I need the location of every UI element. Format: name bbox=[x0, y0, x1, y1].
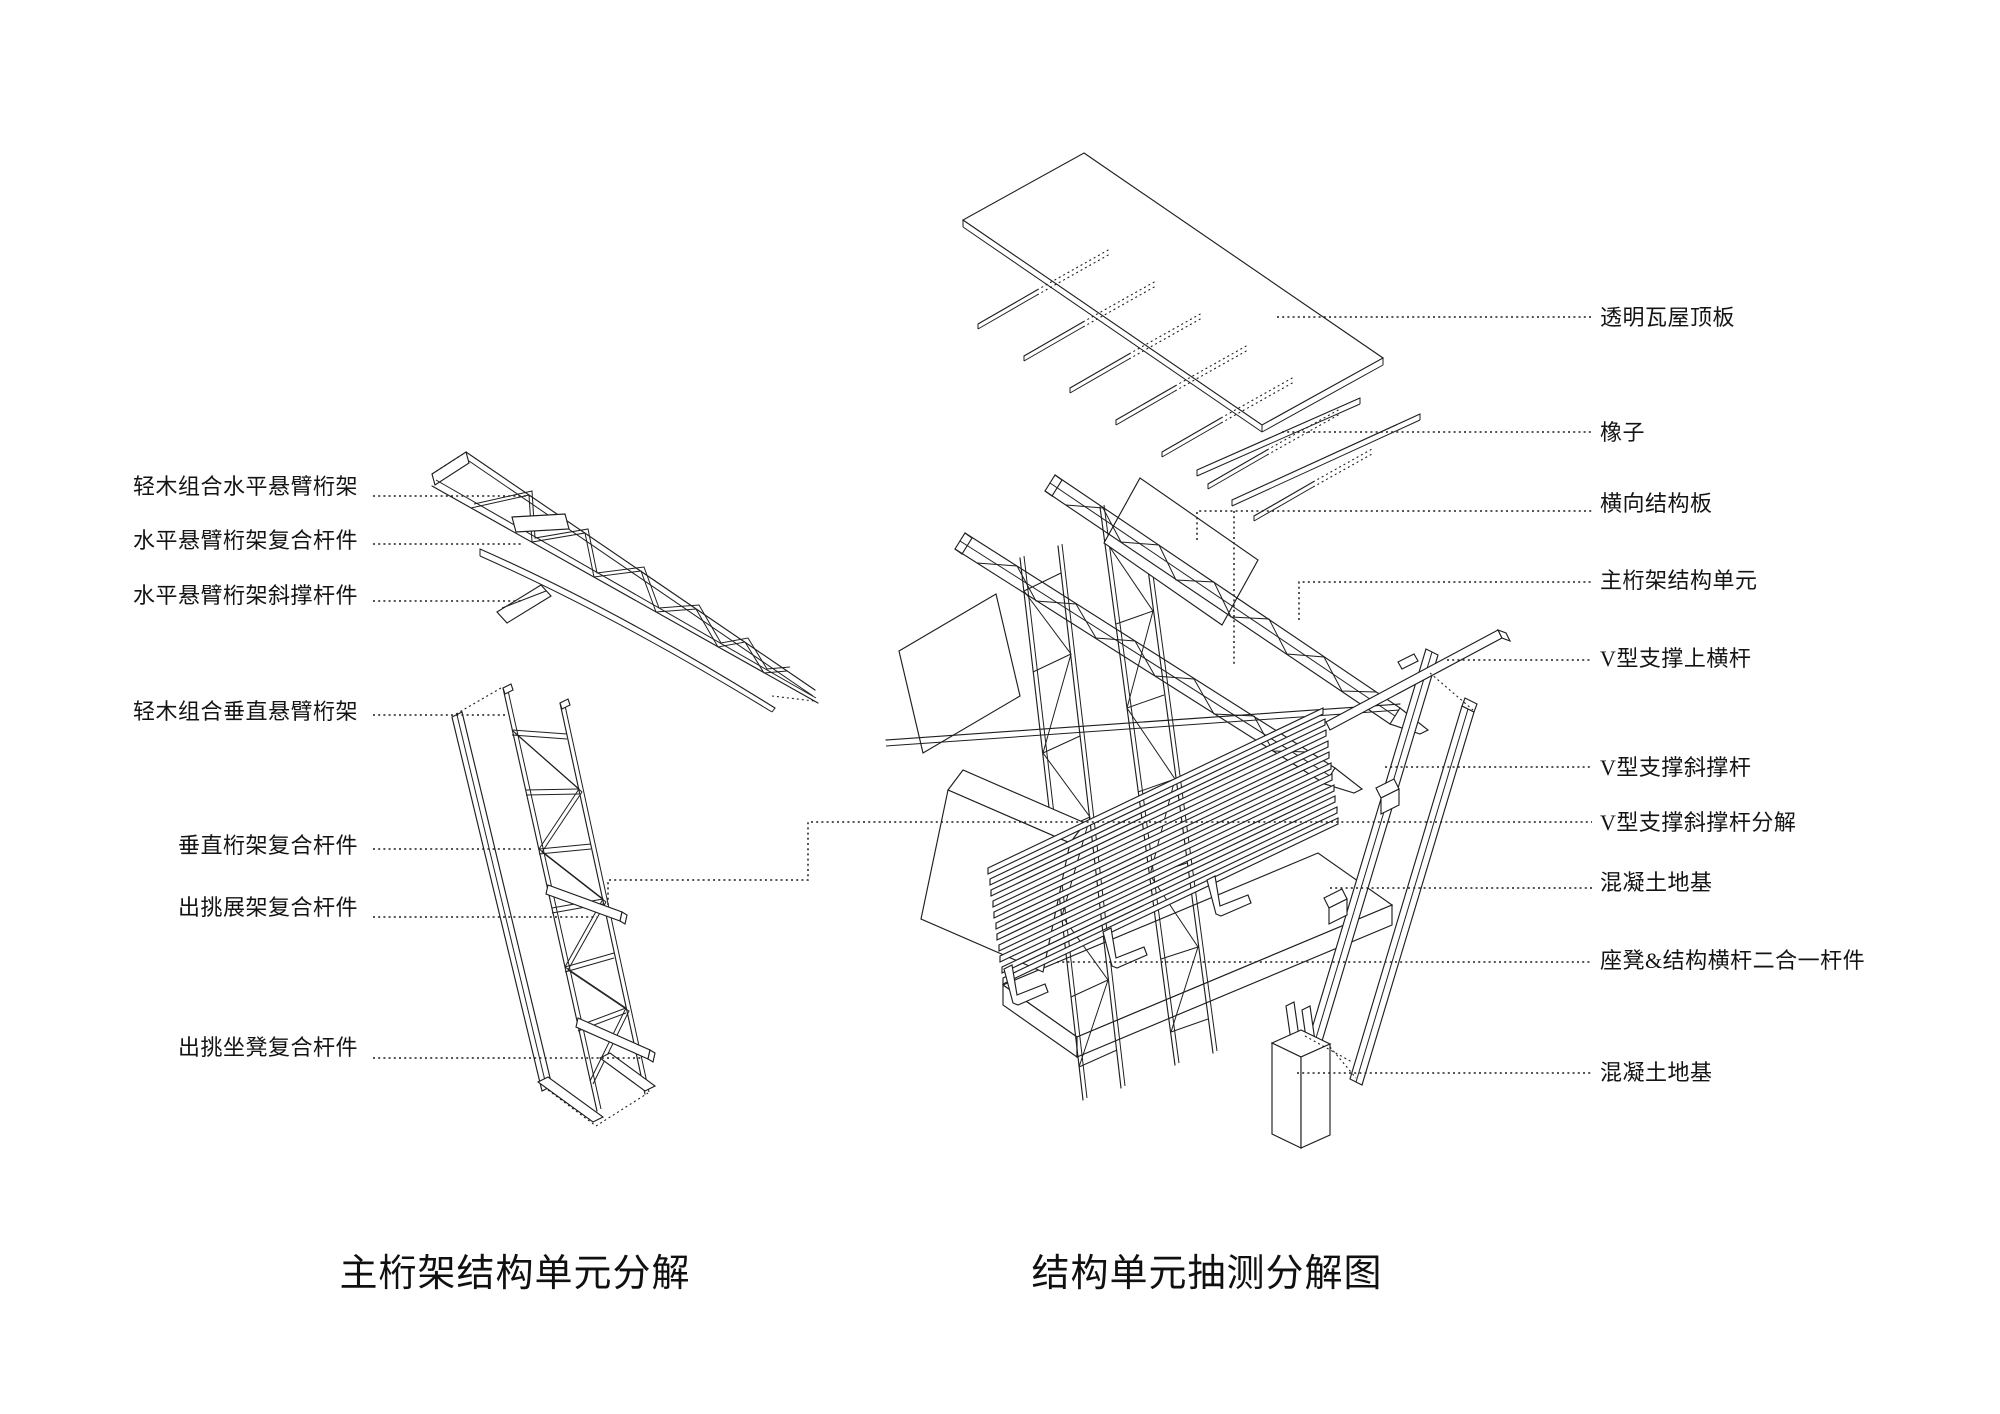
leader-line bbox=[1196, 510, 1592, 540]
base-piece bbox=[598, 1052, 657, 1092]
transverse-panels bbox=[898, 477, 1259, 754]
truss-end-cap bbox=[431, 451, 470, 486]
label-horizontal-truss-diagonal-brace: 水平悬臂桁架斜撑杆件 bbox=[133, 583, 358, 608]
seat-brackets bbox=[1003, 875, 1252, 1006]
rafter bbox=[1115, 344, 1249, 426]
right-leader-lines bbox=[607, 316, 1592, 1074]
construction-line bbox=[771, 695, 815, 702]
left-diagram: 轻木组合水平悬臂桁架 水平悬臂桁架复合杆件 水平悬臂桁架斜撑杆件 轻木组合垂直悬… bbox=[133, 451, 819, 1295]
left-chord bbox=[502, 687, 598, 1112]
chord-cap bbox=[559, 698, 571, 710]
diagonal-brace-member bbox=[496, 584, 552, 624]
foundation-block bbox=[1270, 1029, 1357, 1149]
caption-left: 主桁架结构单元分解 bbox=[339, 1253, 690, 1295]
rafter bbox=[1069, 312, 1203, 394]
bench-slats bbox=[987, 707, 1339, 985]
label-transverse-panel: 横向结构板 bbox=[1600, 491, 1713, 516]
truss-webs bbox=[1023, 590, 1109, 1068]
construction-line bbox=[595, 1092, 649, 1127]
truss-webs bbox=[976, 562, 1310, 753]
left-leader-lines bbox=[373, 495, 642, 1059]
label-concrete-base-lower: 混凝土地基 bbox=[1600, 1060, 1713, 1085]
label-main-truss-unit: 主桁架结构单元 bbox=[1600, 568, 1758, 593]
rafter bbox=[1207, 408, 1341, 490]
block-side bbox=[1300, 1043, 1331, 1149]
truss-webs bbox=[470, 494, 788, 674]
construction-line bbox=[455, 687, 502, 715]
caption-right: 结构单元抽测分解图 bbox=[1031, 1253, 1382, 1295]
rafter bbox=[1253, 448, 1373, 522]
label-v-diagonal-exploded: V型支撑斜撑杆分解 bbox=[1600, 810, 1796, 835]
horizontal-cantilever-truss bbox=[431, 451, 819, 713]
panel-upper bbox=[1103, 477, 1259, 626]
label-horizontal-truss-composite-member: 水平悬臂桁架复合杆件 bbox=[133, 528, 358, 553]
shelf-bracket bbox=[545, 884, 623, 922]
bar-notch bbox=[1397, 653, 1419, 670]
construction-line bbox=[431, 451, 467, 475]
vertical-cantilever-truss bbox=[451, 683, 657, 1127]
label-concrete-base-upper: 混凝土地基 bbox=[1600, 870, 1713, 895]
right-labels: 透明瓦屋顶板 橡子 横向结构板 主桁架结构单元 V型支撑上横杆 V型支撑斜撑杆 … bbox=[1600, 305, 1865, 1085]
label-cantilever-shelf-member: 出挑展架复合杆件 bbox=[178, 895, 358, 920]
column-truss-2 bbox=[1099, 492, 1218, 1066]
truss-webs bbox=[1065, 504, 1377, 693]
bench-bracket bbox=[575, 1017, 651, 1060]
panel-left bbox=[898, 593, 1021, 754]
detached-rafters bbox=[1196, 397, 1421, 507]
hidden-edge bbox=[1329, 1046, 1357, 1079]
truss-plate bbox=[511, 513, 570, 533]
rafter bbox=[1023, 280, 1157, 362]
rafter bbox=[977, 248, 1111, 330]
leader-line bbox=[1298, 581, 1592, 620]
label-cantilever-bench-member: 出挑坐凳复合杆件 bbox=[178, 1035, 358, 1060]
label-bench-bar: 座凳&结构横杆二合一杆件 bbox=[1600, 948, 1865, 973]
label-vertical-cantilever-truss: 轻木组合垂直悬臂桁架 bbox=[133, 699, 358, 724]
label-roof-panel: 透明瓦屋顶板 bbox=[1600, 305, 1735, 330]
leg-block bbox=[1323, 888, 1348, 925]
leader-line bbox=[607, 821, 1592, 905]
leg-cap bbox=[1461, 697, 1478, 713]
block-front bbox=[1271, 1042, 1302, 1149]
diagonal-truss-a bbox=[1044, 474, 1430, 735]
right-diagram: 透明瓦屋顶板 橡子 横向结构板 主桁架结构单元 V型支撑上横杆 V型支撑斜撑杆 … bbox=[607, 152, 1865, 1295]
left-labels: 轻木组合水平悬臂桁架 水平悬臂桁架复合杆件 水平悬臂桁架斜撑杆件 轻木组合垂直悬… bbox=[133, 474, 358, 1060]
roof-face bbox=[961, 152, 1385, 426]
label-rafters: 橡子 bbox=[1600, 420, 1645, 445]
label-vertical-truss-composite-member: 垂直桁架复合杆件 bbox=[178, 833, 358, 858]
base-piece bbox=[536, 1076, 605, 1123]
chord-cap bbox=[502, 683, 514, 695]
label-v-top-bar: V型支撑上横杆 bbox=[1600, 646, 1751, 671]
bottom-chord bbox=[431, 485, 819, 704]
label-horizontal-cantilever-truss: 轻木组合水平悬臂桁架 bbox=[133, 474, 358, 499]
roof-panel bbox=[961, 152, 1385, 433]
rafters bbox=[977, 248, 1373, 522]
label-v-diagonal-bar: V型支撑斜撑杆 bbox=[1600, 755, 1751, 780]
rafter bbox=[1161, 376, 1295, 458]
hidden-edge bbox=[1304, 1035, 1353, 1063]
leg-block bbox=[1375, 778, 1400, 815]
composite-member bbox=[479, 548, 776, 709]
construction-line bbox=[547, 1089, 597, 1127]
